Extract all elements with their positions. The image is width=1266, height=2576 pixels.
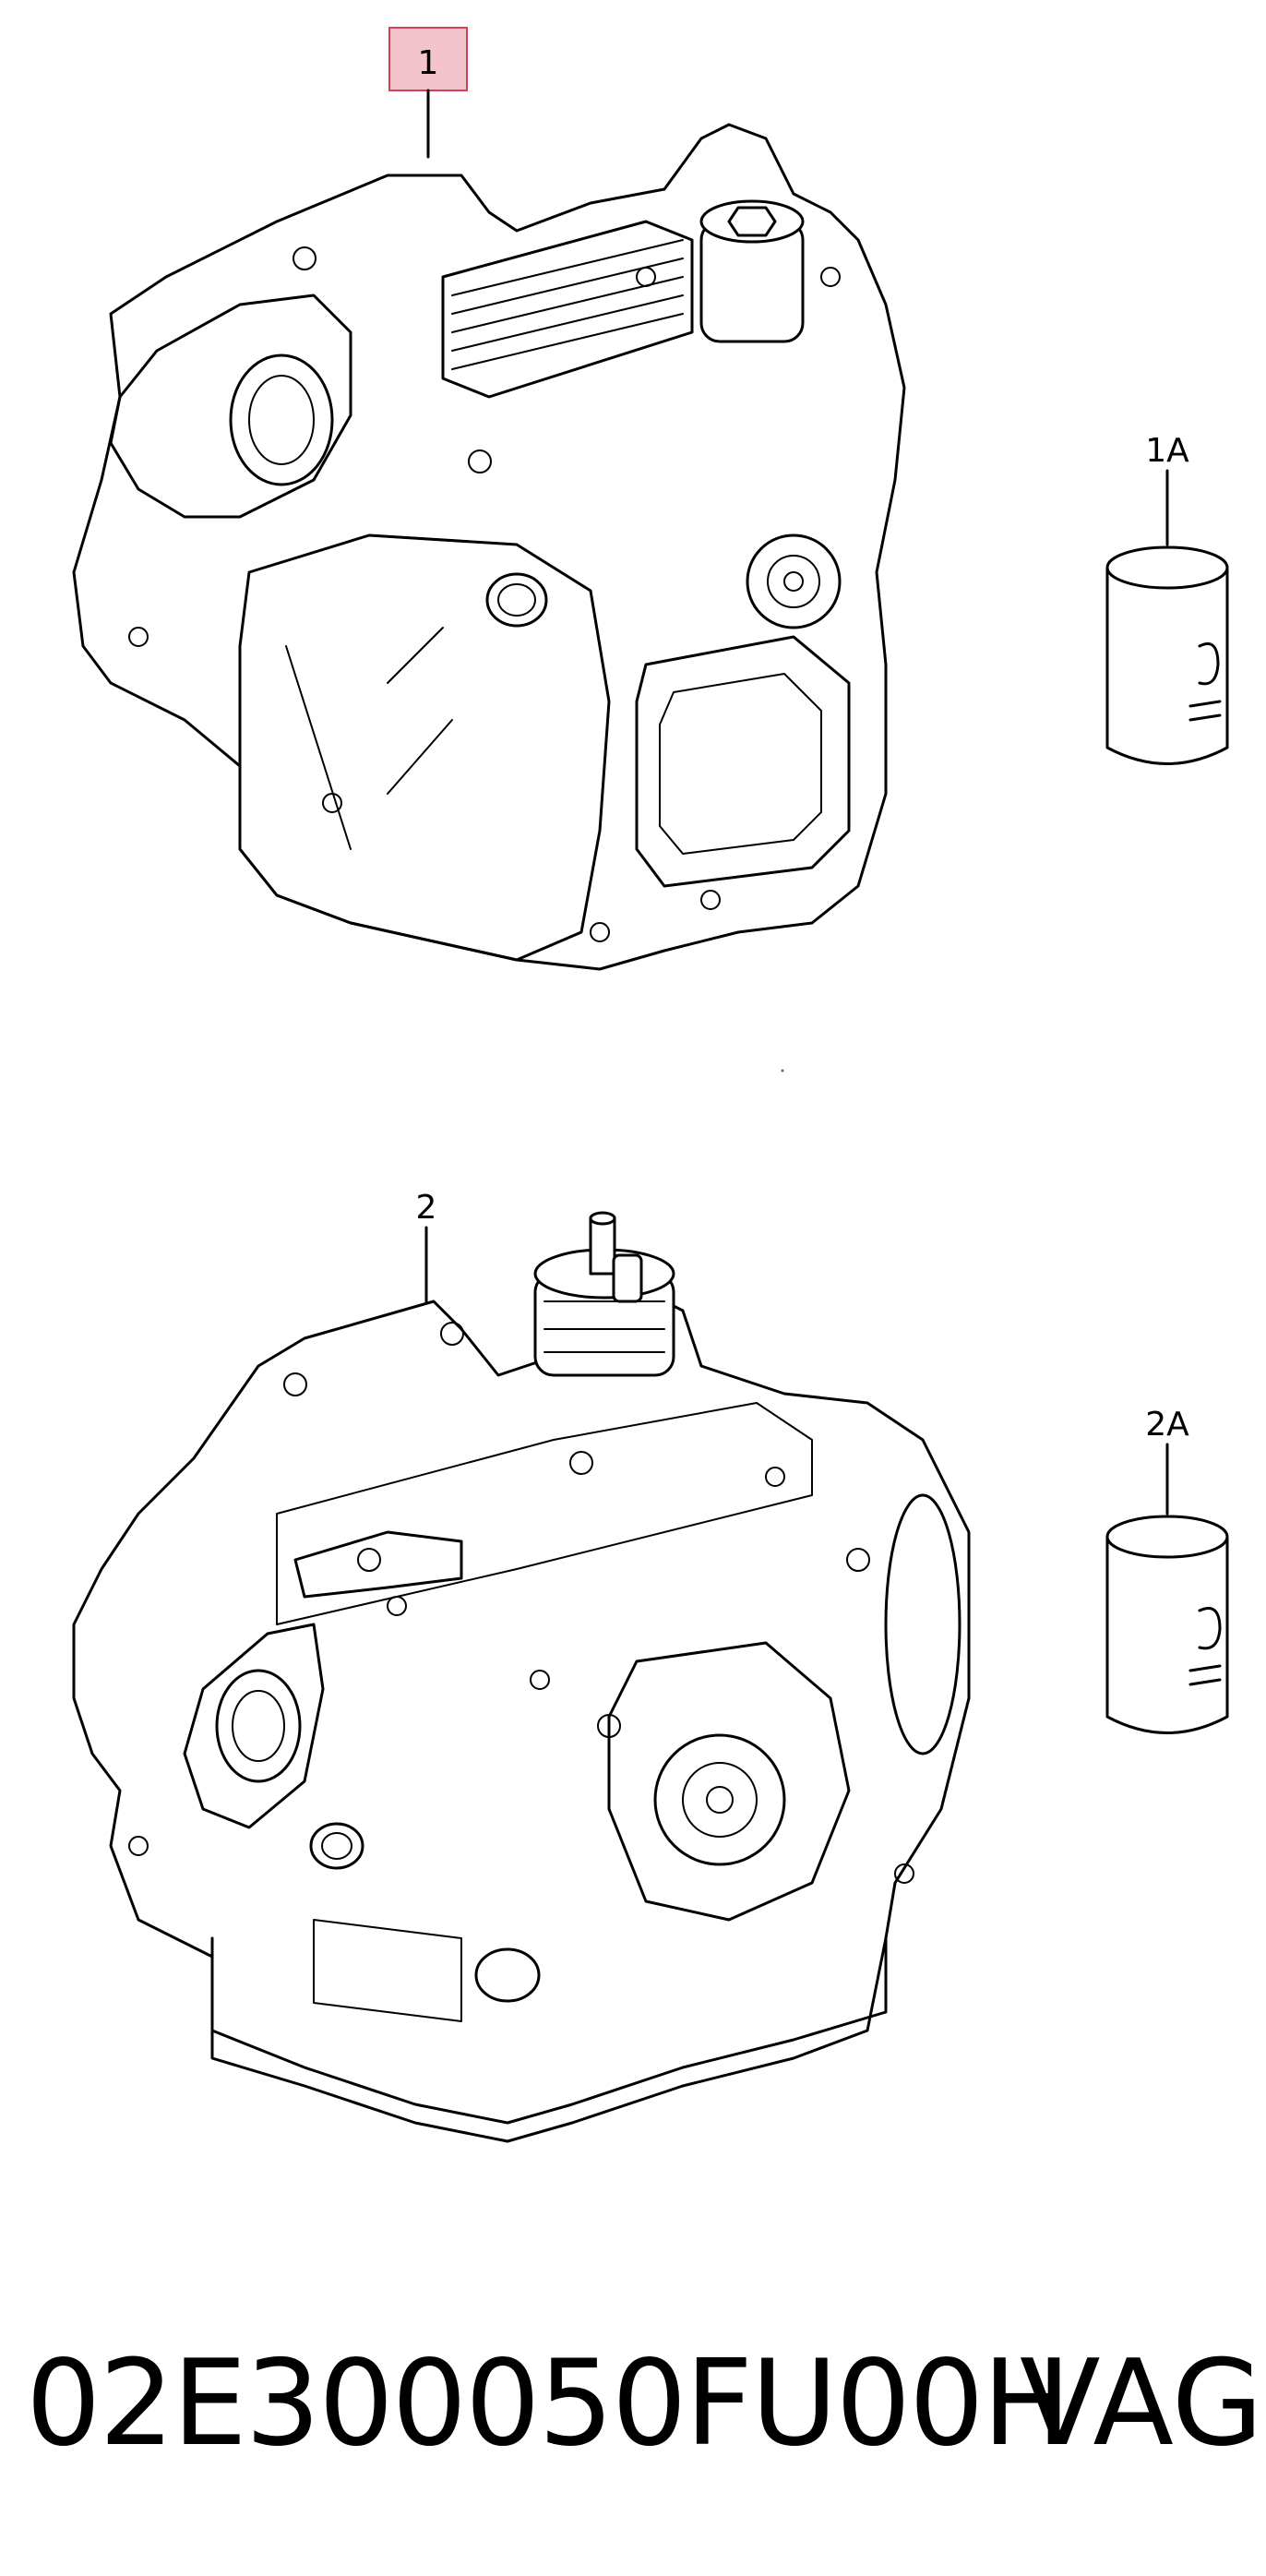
callout-1A[interactable]: 1A — [1145, 432, 1189, 546]
brand-caption: VAG — [1020, 2335, 1263, 2473]
callout-2A[interactable]: 2A — [1145, 1406, 1189, 1516]
oil-can-2A-drawing — [1105, 1515, 1229, 1734]
callout-1[interactable]: 1 — [388, 27, 468, 159]
callout-1-label: 1 — [418, 44, 439, 82]
stray-dot — [781, 1069, 784, 1072]
callout-2A-label: 2A — [1145, 1406, 1189, 1444]
callout-2[interactable]: 2 — [416, 1189, 437, 1303]
part-number-caption: 02E300050FU00H — [26, 2335, 1071, 2473]
transmission-assembly-2-drawing — [72, 1211, 971, 2143]
callout-2-label: 2 — [416, 1189, 437, 1227]
oil-can-1A-drawing — [1105, 545, 1229, 765]
callout-1A-label: 1A — [1145, 432, 1189, 470]
transmission-assembly-1-drawing — [72, 123, 906, 971]
